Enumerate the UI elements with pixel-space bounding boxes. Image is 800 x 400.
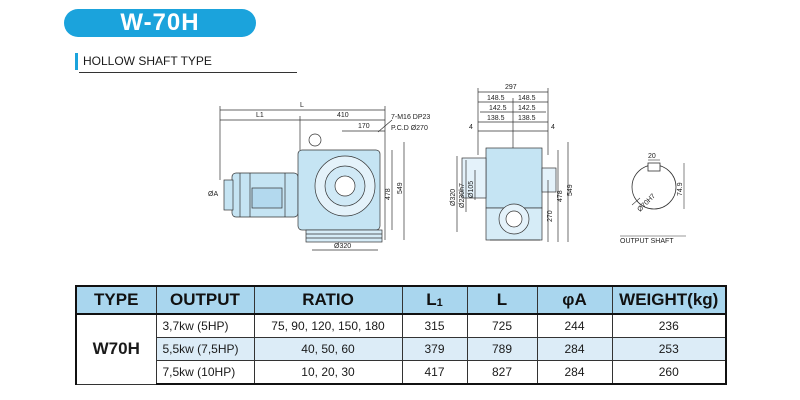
- cell-ratio: 40, 50, 60: [253, 337, 403, 361]
- label-phiA: ØA: [208, 191, 218, 198]
- col-header-ratio: RATIO: [253, 285, 403, 315]
- label-L1: L1: [256, 112, 264, 119]
- label-bolt-note: 7-M16 DP23: [391, 114, 430, 121]
- front-view-labels: 297 148.5 148.5 142.5 142.5 138.5 138.5 …: [450, 84, 574, 222]
- spec-table: TYPE OUTPUT RATIO L1 L φA WEIGHT(kg) W70…: [75, 285, 727, 385]
- heading-accent-bar: [75, 53, 78, 70]
- front-view: [456, 88, 569, 242]
- label-4-b: 4: [551, 124, 555, 131]
- label-pcd: P.C.D Ø270: [391, 125, 428, 132]
- col-header-output: OUTPUT: [155, 285, 255, 315]
- lifting-eye: [308, 133, 322, 147]
- label-270: 270: [547, 210, 554, 222]
- front-gearbox-body: [485, 147, 543, 209]
- label-410: 410: [337, 112, 349, 119]
- label-142-5-b: 142.5: [518, 105, 536, 112]
- col-header-weight: WEIGHT(kg): [611, 285, 727, 315]
- label-478: 478: [385, 188, 392, 200]
- leader-line: [631, 197, 641, 206]
- cell-l: 789: [466, 337, 538, 361]
- label-phi105: Ø105: [468, 181, 475, 198]
- output-shaft-caption: OUTPUT SHAFT: [620, 238, 674, 245]
- label-148-5-a: 148.5: [487, 95, 505, 102]
- label-170: 170: [358, 123, 370, 130]
- technical-drawing: L L1 410 170 7-M16 DP23 P.C.D Ø270 ØA 47…: [208, 84, 686, 251]
- l1-main: L: [426, 290, 437, 309]
- table-row: W70H 3,7kw (5HP) 75, 90, 120, 150, 180 3…: [75, 313, 727, 385]
- gearbox-base: [305, 229, 383, 243]
- front-bore: [505, 210, 523, 228]
- label-L: L: [300, 102, 304, 109]
- label-20: 20: [648, 153, 656, 160]
- label-phi320: Ø320: [450, 189, 457, 206]
- heading-underline: [79, 72, 297, 73]
- table-row: 7,5kw (10HP) 10, 20, 30 417 827 284 260: [76, 360, 727, 385]
- shaft-bore-circle: [631, 164, 677, 210]
- cell-phiA: 244: [536, 313, 613, 338]
- side-view-labels: L L1 410 170 7-M16 DP23 P.C.D Ø270 ØA 47…: [208, 102, 430, 250]
- label-74-9: 74.9: [677, 182, 684, 196]
- cell-output: 5,5kw (7,5HP): [155, 337, 255, 361]
- cell-phiA: 284: [536, 337, 613, 361]
- label-4-a: 4: [469, 124, 473, 131]
- cell-weight: 253: [611, 337, 727, 361]
- label-549: 549: [397, 182, 404, 194]
- keyway: [647, 162, 661, 172]
- label-297: 297: [505, 84, 517, 91]
- type-cell: W70H: [75, 313, 157, 385]
- cell-ratio: 75, 90, 120, 150, 180: [253, 313, 403, 338]
- label-549: 549: [567, 184, 574, 196]
- cell-l1: 315: [401, 313, 468, 338]
- cell-weight: 236: [611, 313, 727, 338]
- type-label: HOLLOW SHAFT TYPE: [83, 54, 212, 68]
- terminal-box: [251, 187, 283, 209]
- front-side-cover: [541, 167, 557, 193]
- side-view: [219, 106, 405, 251]
- cell-ratio: 10, 20, 30: [253, 360, 403, 385]
- label-142-5-a: 142.5: [489, 105, 507, 112]
- leader-line: [377, 119, 393, 133]
- fan-cover: [223, 179, 234, 211]
- cell-l1: 417: [401, 360, 468, 385]
- col-header-phiA: φA: [536, 285, 613, 315]
- model-title-badge: W-70H: [64, 9, 256, 37]
- table-row: 5,5kw (7,5HP) 40, 50, 60 379 789 284 253: [76, 337, 727, 361]
- output-shaft-detail: [620, 159, 686, 237]
- cell-output: 7,5kw (10HP): [155, 360, 255, 385]
- label-phi230h7: Ø230h7: [459, 183, 466, 208]
- label-148-5-b: 148.5: [518, 95, 536, 102]
- cell-l: 725: [466, 313, 538, 338]
- label-phi320: Ø320: [334, 243, 351, 250]
- cell-weight: 260: [611, 360, 727, 385]
- cell-output: 3,7kw (5HP): [155, 313, 255, 338]
- l1-subscript: 1: [436, 297, 443, 309]
- hollow-bore: [334, 175, 356, 197]
- cell-l1: 379: [401, 337, 468, 361]
- table-header-row: TYPE OUTPUT RATIO L1 L φA WEIGHT(kg): [75, 285, 727, 315]
- cell-phiA: 284: [536, 360, 613, 385]
- label-478: 478: [557, 190, 564, 202]
- cell-l: 827: [466, 360, 538, 385]
- col-header-l: L: [466, 285, 538, 315]
- col-header-type: TYPE: [75, 285, 157, 315]
- col-header-l1: L1: [401, 285, 468, 315]
- label-138-5-b: 138.5: [518, 115, 536, 122]
- label-138-5-a: 138.5: [487, 115, 505, 122]
